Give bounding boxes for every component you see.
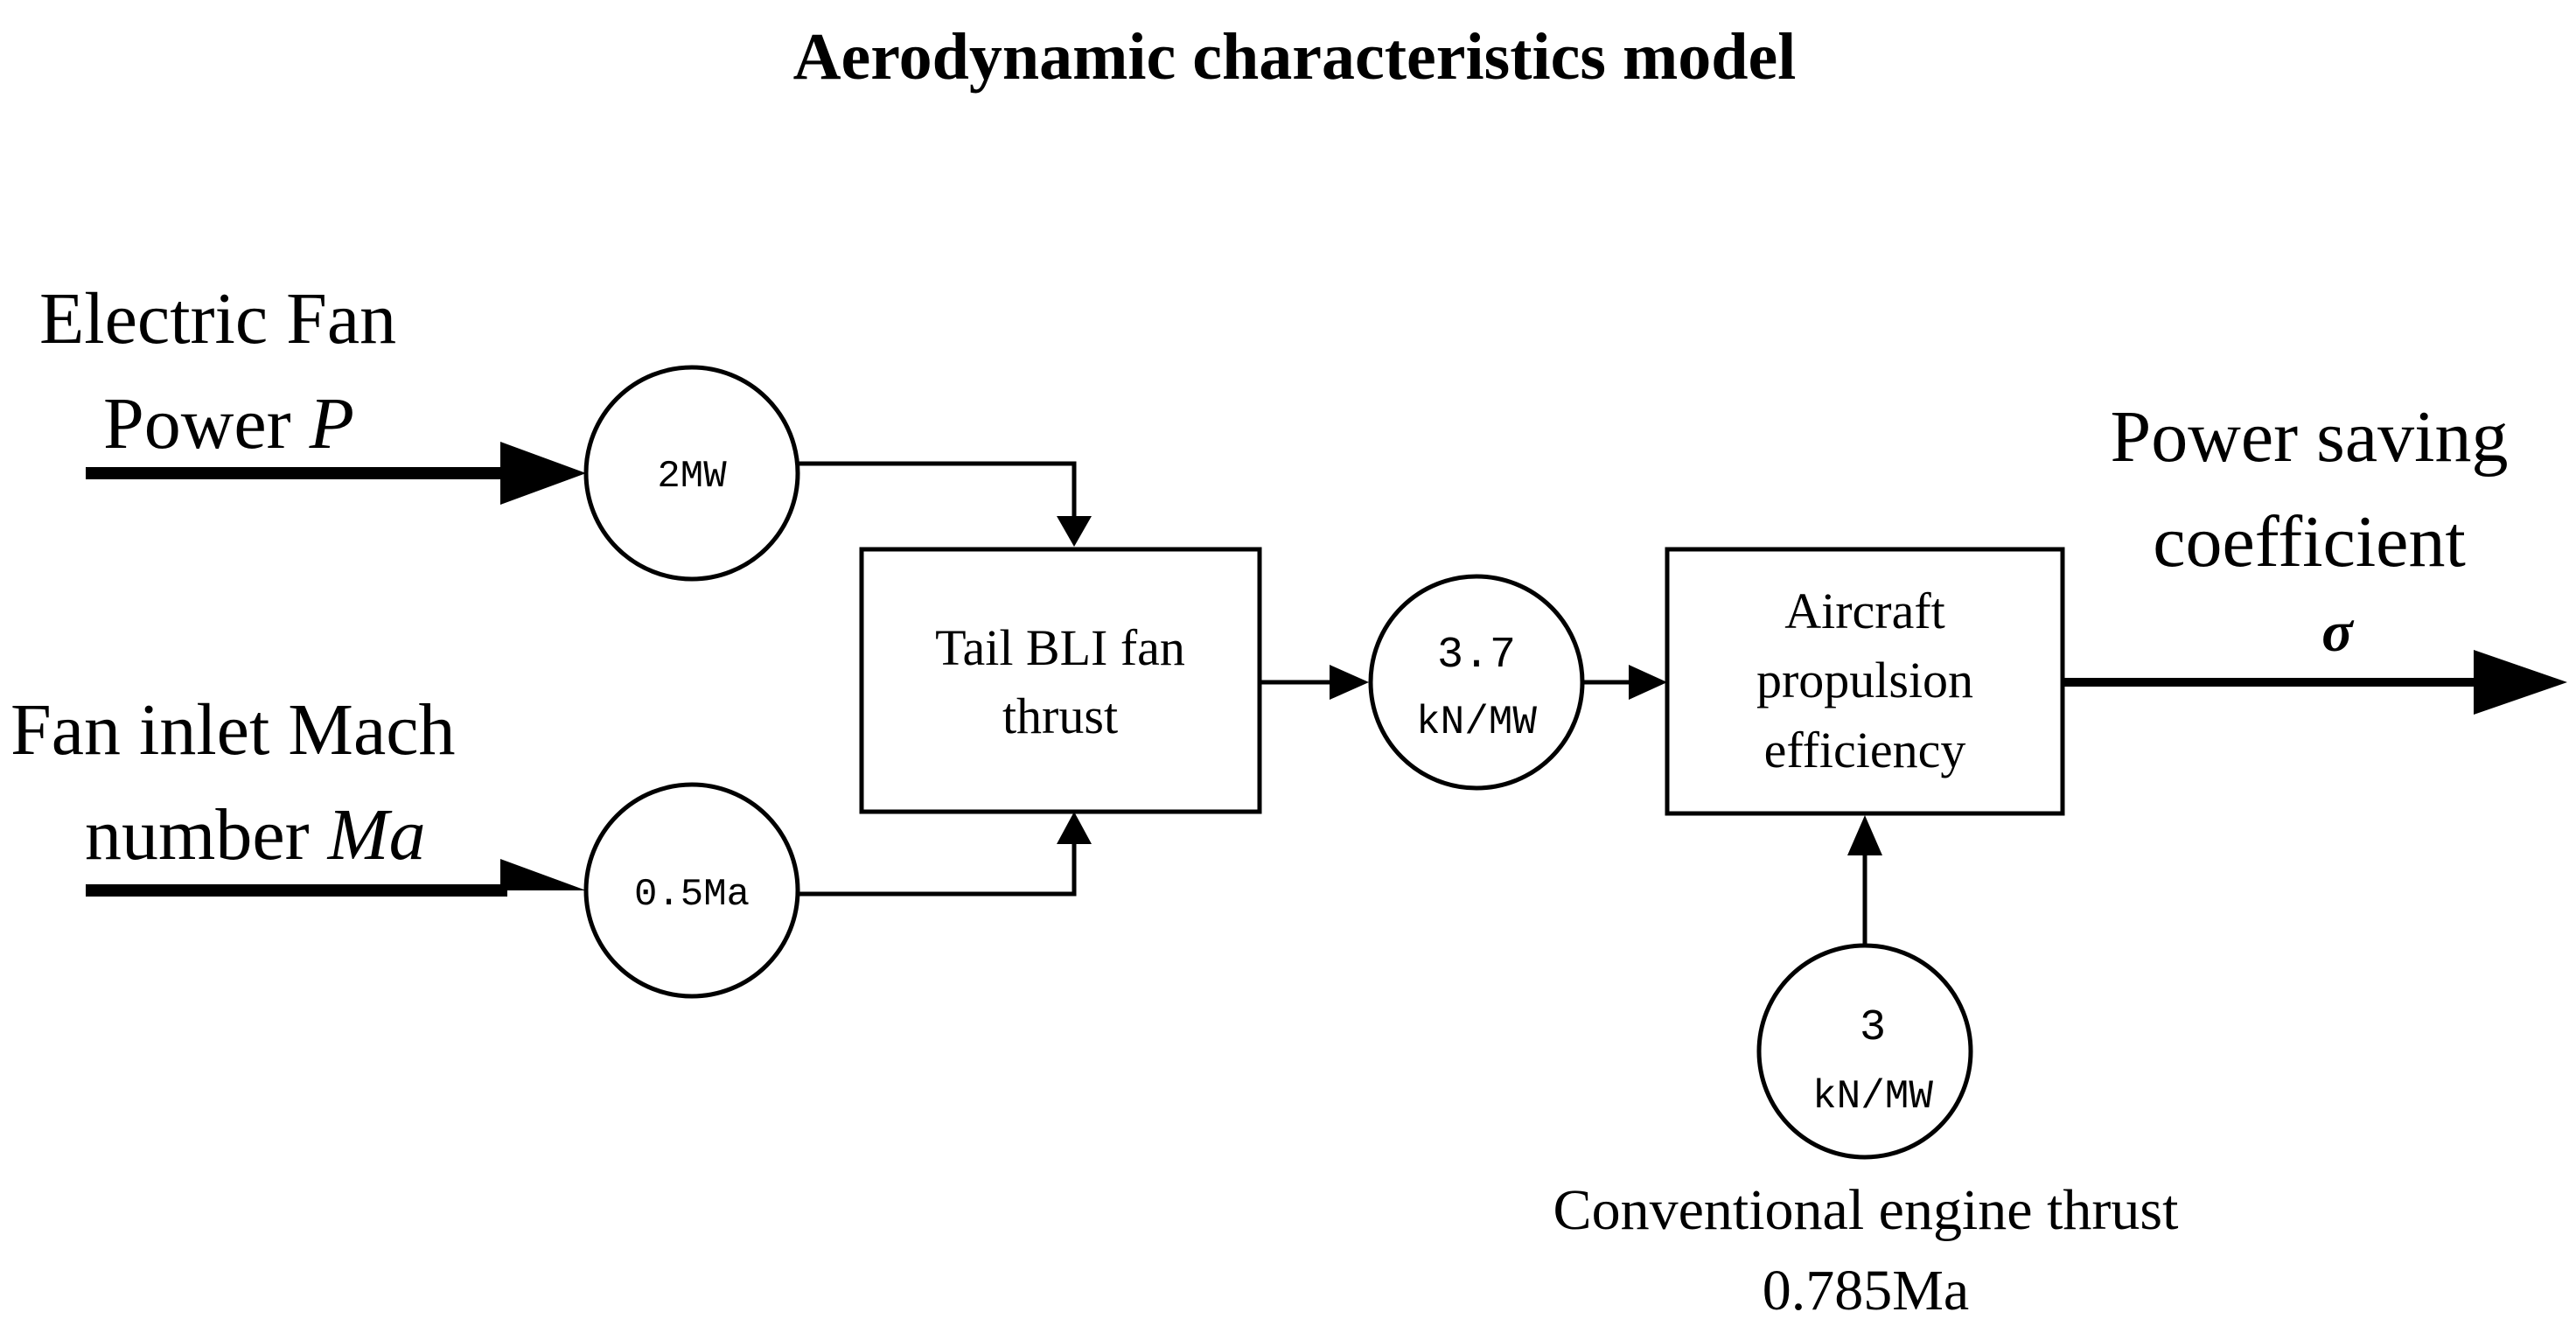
mach-to-fan-connector: [798, 812, 1092, 897]
mach-value-node: [583, 782, 800, 999]
power-input-arrow: [86, 442, 586, 505]
engine-caption-line2: 0.785Ma: [1763, 1259, 1969, 1323]
output-arrow: [2063, 650, 2567, 715]
output-symbol: σ: [2321, 600, 2355, 664]
mach-value-text: 0.5Ma: [634, 873, 750, 917]
fan-to-value-arrow: [1260, 665, 1369, 700]
power-value-node: [583, 365, 800, 582]
efficiency-block-line1: Aircraft: [1784, 583, 1945, 639]
value-to-efficiency-arrow: [1582, 665, 1667, 700]
output-label-line2: coefficient: [2153, 501, 2466, 583]
fan-thrust-block-line2: thrust: [1002, 687, 1118, 744]
mach-input-label-line2: number Ma: [85, 794, 426, 876]
engine-thrust-value-line1: 3: [1860, 1003, 1886, 1053]
mach-input-label-text: number: [85, 794, 328, 876]
power-symbol: P: [309, 383, 354, 464]
power-input-label-line1: Electric Fan: [39, 278, 396, 359]
mach-input-arrow: [86, 859, 586, 922]
power-to-fan-connector: [798, 461, 1092, 547]
fan-thrust-value-line2: kN/MW: [1416, 700, 1537, 745]
engine-thrust-value-line2: kN/MW: [1812, 1074, 1933, 1120]
fan-thrust-value-node: [1368, 574, 1585, 791]
power-input-label-text: Power: [103, 383, 310, 464]
fan-thrust-value-line1: 3.7: [1437, 631, 1516, 680]
engine-to-efficiency-arrow: [1847, 815, 1882, 947]
efficiency-block-line2: propulsion: [1756, 652, 1973, 708]
power-input-label-line2: Power P: [103, 383, 354, 464]
fan-thrust-block: [859, 547, 1262, 814]
power-value-text: 2MW: [657, 455, 727, 499]
efficiency-block: [1665, 547, 2065, 816]
output-label-line1: Power saving: [2111, 396, 2509, 478]
engine-thrust-value-node: [1756, 943, 1973, 1160]
mach-symbol: Ma: [327, 794, 426, 876]
efficiency-block-line3: efficiency: [1764, 722, 1966, 778]
fan-thrust-block-line1: Tail BLI fan: [935, 619, 1185, 676]
engine-caption-line1: Conventional engine thrust: [1553, 1178, 2179, 1242]
diagram-title: Aerodynamic characteristics model: [793, 20, 1797, 94]
mach-input-label-line1: Fan inlet Mach: [10, 689, 456, 771]
